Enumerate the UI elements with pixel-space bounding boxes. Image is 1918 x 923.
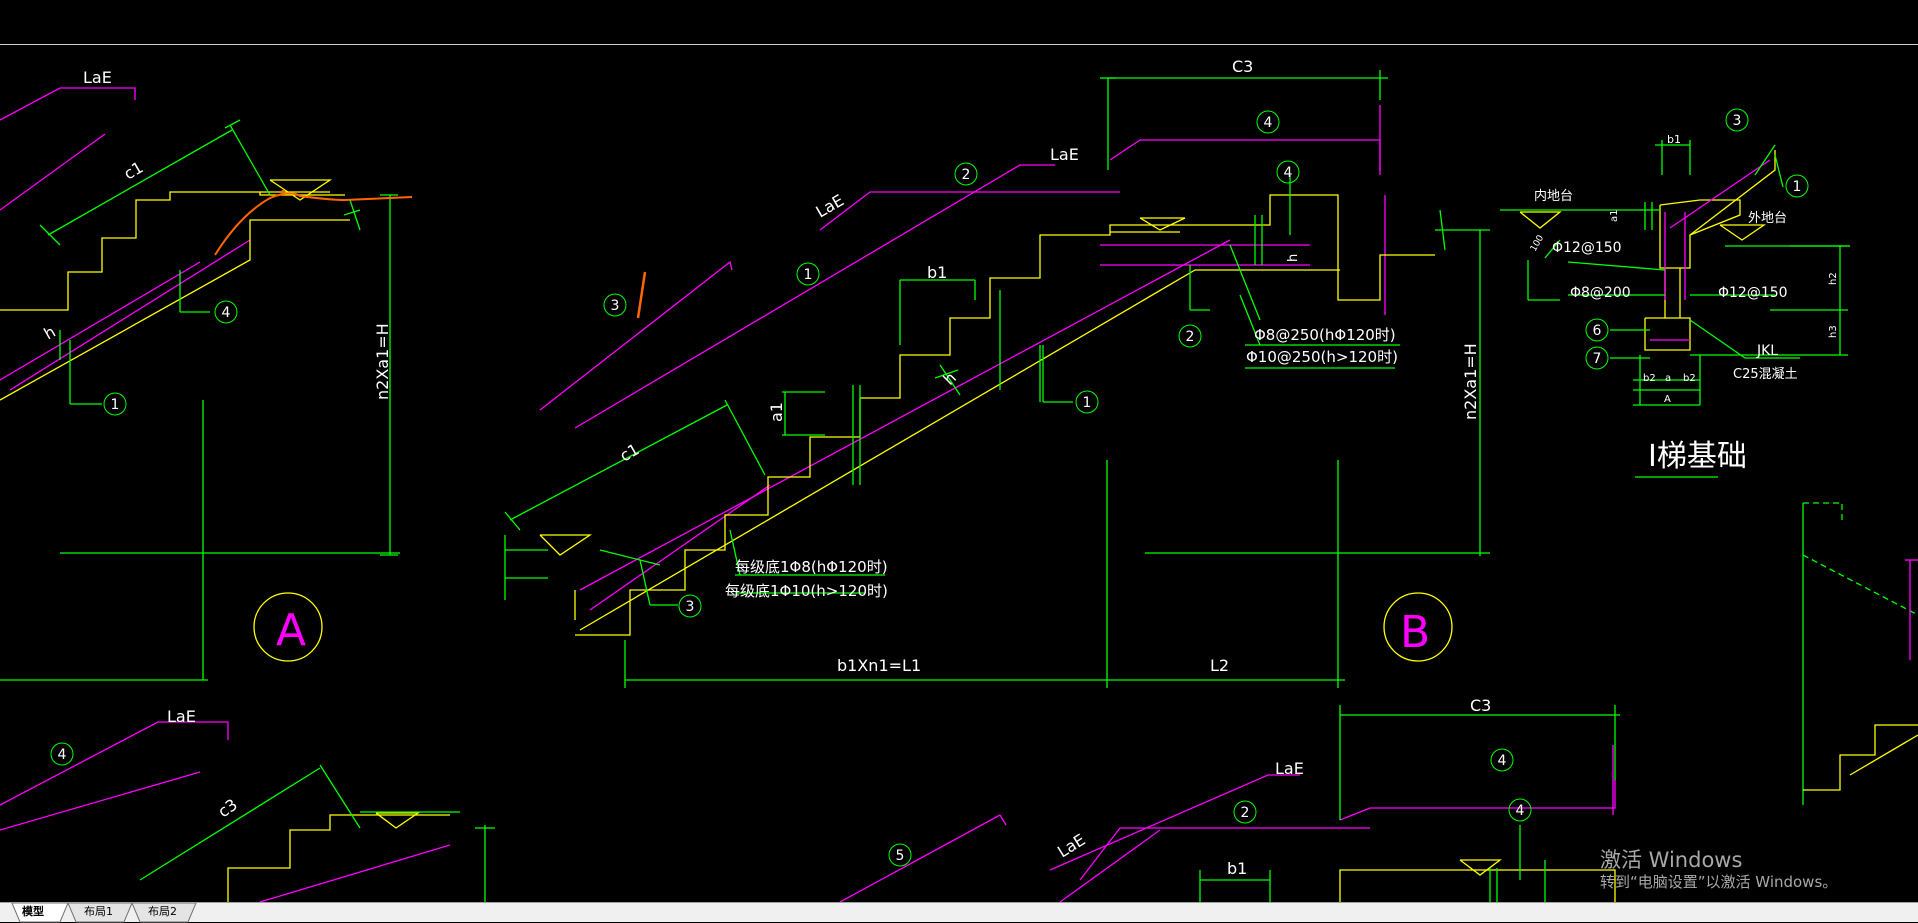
c1-label: c1 [121,158,147,184]
dim-100-label: 100 [1529,233,1546,253]
stair-foundation-detail [1500,140,1850,478]
marker-3-b1: 3 [611,298,620,314]
stair-detail-lower-left [0,721,495,902]
stair-detail-lower-center [839,705,1620,902]
a-dim-label: a [1665,373,1671,384]
height-dim-label-b: n2Xa1=H [1461,343,1480,420]
h3-dim-label: h3 [1828,325,1839,338]
lower-left-markers: 4 [50,742,74,766]
lae-label-ll: LaE [167,707,196,726]
viewport-border [0,44,1918,45]
marker-2-b: 2 [962,167,971,183]
base-title: I梯基础 [1648,439,1747,474]
section-b-label: B [1400,607,1430,658]
marker-1-b1: 1 [804,267,813,283]
foundation-markers: 3 1 6 7 [1585,108,1809,370]
b1-label-lc: b1 [1227,859,1247,878]
h-label-b: h [939,368,960,389]
h-label: h [41,322,59,344]
orange-sketch-mark [636,271,647,319]
b1-label: b1 [927,263,947,282]
lae-label: LaE [83,68,112,87]
h2-dim-label: h2 [1828,272,1839,285]
phi12-150-label-right: Φ12@150 [1718,285,1788,301]
step-phi10-note: 每级底1Φ10(h>120时) [725,582,888,600]
phi8-200-label: Φ8@200 [1570,285,1631,301]
c25-label: C25混凝土 [1733,366,1798,382]
marker-1: 1 [111,397,120,413]
foundation-labels: 内地台 外地台 Φ12@150 Φ8@200 Φ12@150 JKL C25混凝… [1529,133,1839,474]
marker-5: 5 [896,848,905,864]
lae-label-lc: LaE [1275,759,1304,778]
marker-1-f: 1 [1793,179,1802,195]
stair-detail-a [0,87,413,681]
marker-3-b2: 3 [686,599,695,615]
lae-label-b: LaE [1050,145,1079,164]
drawing-canvas[interactable]: LaE c1 h n2Xa1=H A 4 1 [0,45,1918,902]
marker-4-b2: 4 [1284,165,1293,181]
jkl-label: JKL [1756,343,1778,359]
marker-4-lc1: 4 [1498,753,1507,769]
marker-4-ll: 4 [58,747,67,763]
b2-dim-right: b2 [1683,373,1696,384]
top-toolbar-area [0,0,1918,44]
b2-dim-left: b2 [1643,373,1656,384]
section-a-label: A [276,605,306,656]
stair-detail-b [504,70,1490,688]
b1-dim-foundation: b1 [1667,133,1681,146]
phi10-250-note: Φ10@250(h>120时) [1246,348,1398,366]
c3-label-lc: C3 [1470,696,1491,715]
marker-4-b1: 4 [1264,115,1273,131]
lower-center-labels: C3 LaE LaE b1 [1054,696,1491,878]
phi12-150-label-left: Φ12@150 [1552,240,1622,256]
marker-7: 7 [1593,351,1602,367]
marker-6: 6 [1593,323,1602,339]
stair-a-labels: LaE c1 h n2Xa1=H A [41,68,393,656]
c3-label-ll: c3 [214,795,240,821]
stair-b-labels: C3 LaE LaE b1 a1 h c1 h Φ8@250(hΦ120时) Φ… [617,57,1481,675]
stair-b-markers: 4 2 4 1 3 2 1 3 [603,110,1300,618]
tab-model[interactable]: 模型 [22,905,44,918]
l2-dim-label: L2 [1210,656,1229,675]
tab-layout2[interactable]: 布局2 [148,905,177,918]
step-phi8-note: 每级底1Φ8(hΦ120时) [735,558,888,576]
partial-stair-right-edge [1802,502,1918,805]
inner-platform-label: 内地台 [1534,188,1573,204]
height-dim-label: n2Xa1=H [373,323,392,400]
marker-1-b2: 1 [1083,395,1092,411]
lower-left-labels: LaE c3 [167,707,241,821]
lower-center-markers: 5 2 4 4 [888,748,1532,867]
marker-2-lc: 2 [1241,805,1250,821]
marker-4: 4 [222,305,231,321]
outer-platform-label: 外地台 [1748,211,1787,226]
tab-layout1[interactable]: 布局1 [84,905,113,918]
a1-dim-foundation: a1 [1609,210,1620,223]
marker-2-b2: 2 [1186,329,1195,345]
c3-upper-label: C3 [1232,57,1253,76]
lae-label-b2: LaE [813,191,847,222]
phi8-250-note: Φ8@250(hΦ120时) [1254,326,1396,344]
big-a-dim-label: A [1664,394,1671,405]
h-label-b2: h [1286,254,1301,262]
layout-tab-bar: 模型 布局1 布局2 [0,902,1918,923]
lae-label-lc2: LaE [1054,830,1089,861]
a1-label: a1 [767,402,786,422]
l1-dim-label: b1Xn1=L1 [837,656,921,675]
marker-4-lc2: 4 [1516,803,1525,819]
marker-3-f: 3 [1733,113,1742,129]
stair-a-markers: 4 1 [103,300,238,416]
